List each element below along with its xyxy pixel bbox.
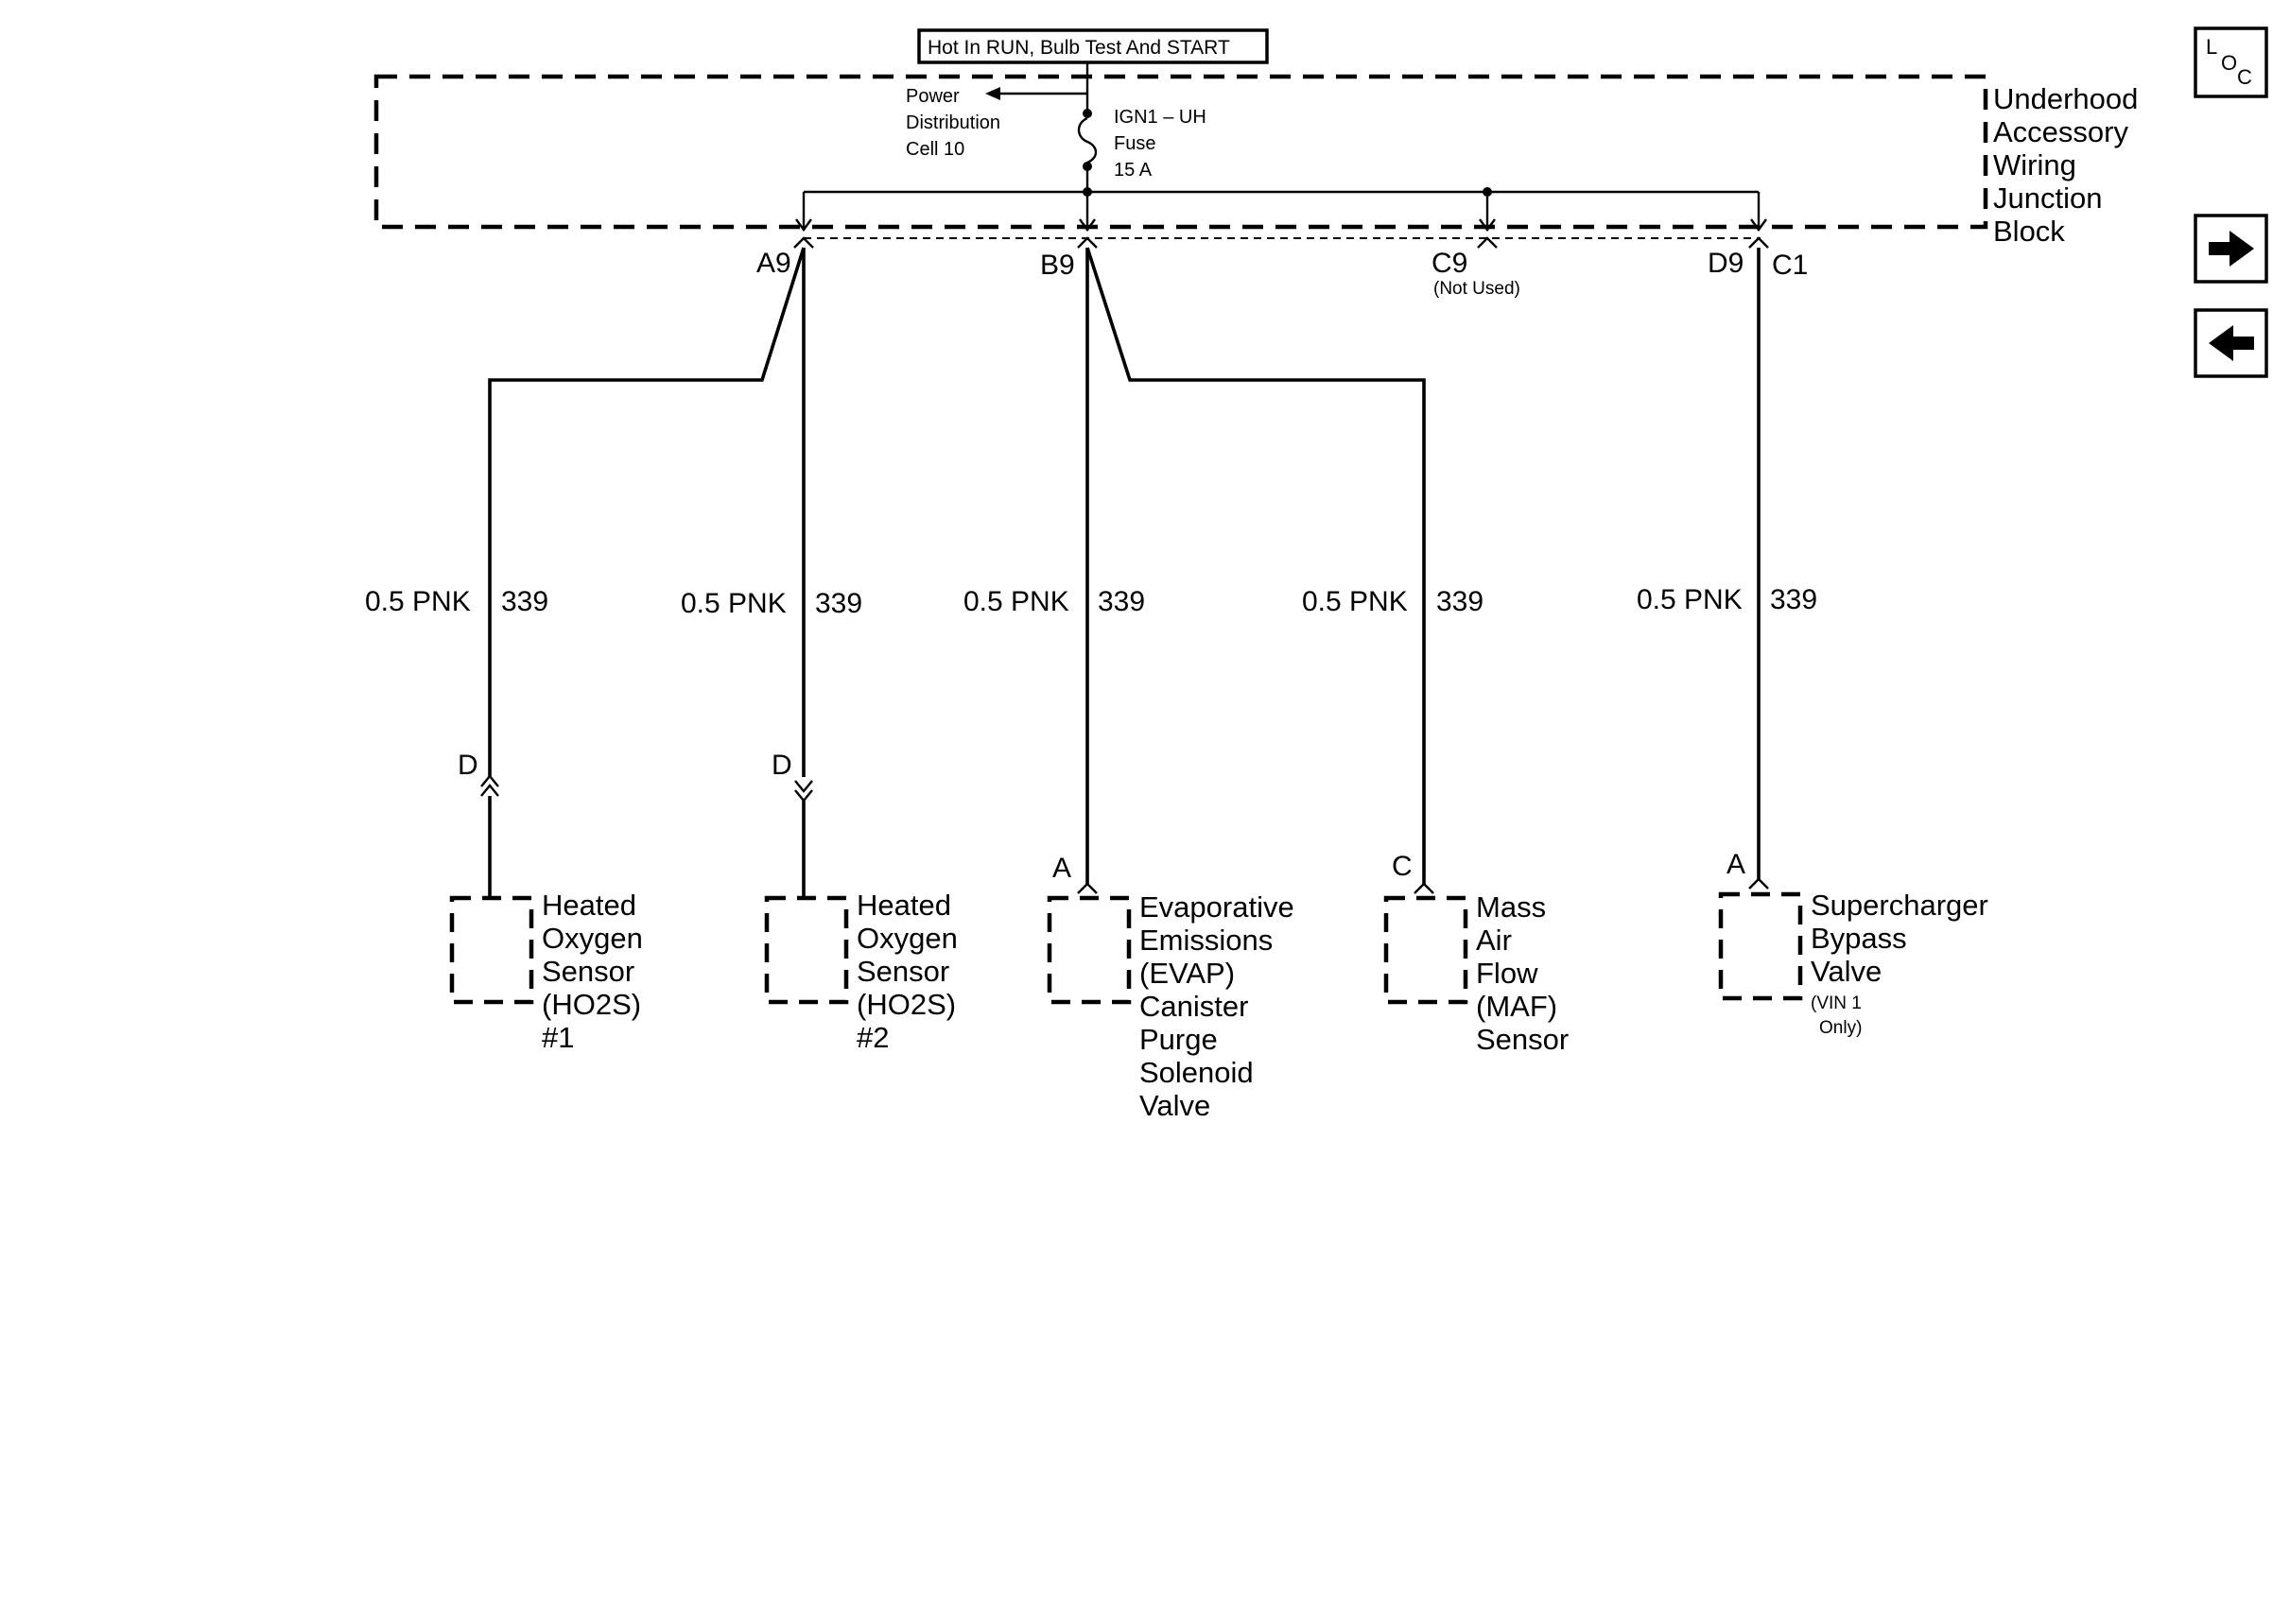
svg-text:0.5 PNK: 0.5 PNK <box>963 586 1069 617</box>
fuse-top-splice <box>1083 109 1092 118</box>
evap-connector <box>1077 882 1098 894</box>
ho2s1-pin-label: D <box>458 750 478 781</box>
junction-block-name: Underhood Accessory Wiring Junction Bloc… <box>1993 82 2146 248</box>
maf-pin-label: C <box>1392 851 1413 882</box>
svg-text:339: 339 <box>815 588 862 619</box>
evap-component-box <box>1047 895 1132 1005</box>
circuit-label-5: 0.5 PNK 339 <box>1637 584 1817 615</box>
ho2s2-inline-connector <box>794 780 813 803</box>
ho2s1-inline-connector <box>480 774 499 797</box>
svg-text:339: 339 <box>1770 584 1817 615</box>
svg-text:0.5 PNK: 0.5 PNK <box>365 586 471 617</box>
ho2s2-pin-label: D <box>772 750 792 781</box>
supercharger-label: Supercharger Bypass Valve <box>1811 889 1996 988</box>
connector-c9-note: (Not Used) <box>1433 279 1520 299</box>
power-header-box <box>917 28 1269 64</box>
ho2s1-label: Heated Oxygen Sensor (HO2S) #1 <box>542 889 651 1054</box>
wire-ho2s1 <box>488 247 806 777</box>
connector-a9-label: A9 <box>756 248 791 279</box>
evap-pin-label: A <box>1052 853 1071 884</box>
arrow-left-icon <box>2209 325 2254 361</box>
supercharger-note: (VIN 1 Only) <box>1811 993 1866 1038</box>
ho2s2-component-box <box>764 895 849 1005</box>
circuit-label-2: 0.5 PNK 339 <box>681 588 862 619</box>
fuse-bottom-splice <box>1083 162 1092 171</box>
power-distribution-label: Power Distribution Cell 10 <box>906 86 1006 160</box>
maf-connector <box>1414 882 1434 894</box>
supercharger-component-box <box>1718 891 1803 1001</box>
fuse-icon <box>1077 116 1098 164</box>
ho2s2-label: Heated Oxygen Sensor (HO2S) #2 <box>857 889 965 1054</box>
junction-block-outline <box>373 74 1988 230</box>
svg-text:339: 339 <box>1436 586 1484 617</box>
svg-text:0.5 PNK: 0.5 PNK <box>1302 586 1408 617</box>
connector-c9-label: C9 <box>1431 248 1467 279</box>
maf-label: Mass Air Flow (MAF) Sensor <box>1476 890 1569 1056</box>
connector-b9-label: B9 <box>1040 250 1075 281</box>
maf-component-box <box>1383 895 1468 1005</box>
next-page-button[interactable] <box>2194 214 2268 284</box>
connector-symbols <box>793 236 1769 249</box>
power-header: Hot In RUN, Bulb Test And START <box>917 28 1269 64</box>
loc-button[interactable]: L O C <box>2194 26 2268 98</box>
circuit-label-3: 0.5 PNK 339 <box>963 586 1145 617</box>
supercharger-connector <box>1748 877 1769 890</box>
circuit-label-4: 0.5 PNK 339 <box>1302 586 1484 617</box>
arrow-right-icon <box>2209 231 2254 267</box>
prev-page-button[interactable] <box>2194 308 2268 378</box>
loc-letter-c: C <box>2237 65 2252 89</box>
wire-maf <box>1085 247 1426 884</box>
svg-text:0.5 PNK: 0.5 PNK <box>681 588 787 619</box>
power-distribution-arrow <box>985 87 1087 100</box>
circuit-label-1: 0.5 PNK 339 <box>365 586 548 617</box>
svg-text:339: 339 <box>501 586 548 617</box>
svg-text:0.5 PNK: 0.5 PNK <box>1637 584 1743 615</box>
svg-text:339: 339 <box>1098 586 1145 617</box>
loc-letter-o: O <box>2221 51 2237 75</box>
loc-letter-l: L <box>2206 35 2217 59</box>
power-header-text: Hot In RUN, Bulb Test And START <box>928 37 1230 59</box>
connector-c1-label: C1 <box>1772 250 1808 281</box>
fuse-label: IGN1 – UH Fuse 15 A <box>1114 107 1211 181</box>
ho2s1-component-box <box>449 895 534 1005</box>
evap-label: Evaporative Emissions (EVAP) Canister Pu… <box>1139 890 1302 1122</box>
supercharger-pin-label: A <box>1726 849 1745 880</box>
pin-arrowheads <box>795 218 1767 233</box>
connector-d9-label: D9 <box>1708 248 1744 279</box>
